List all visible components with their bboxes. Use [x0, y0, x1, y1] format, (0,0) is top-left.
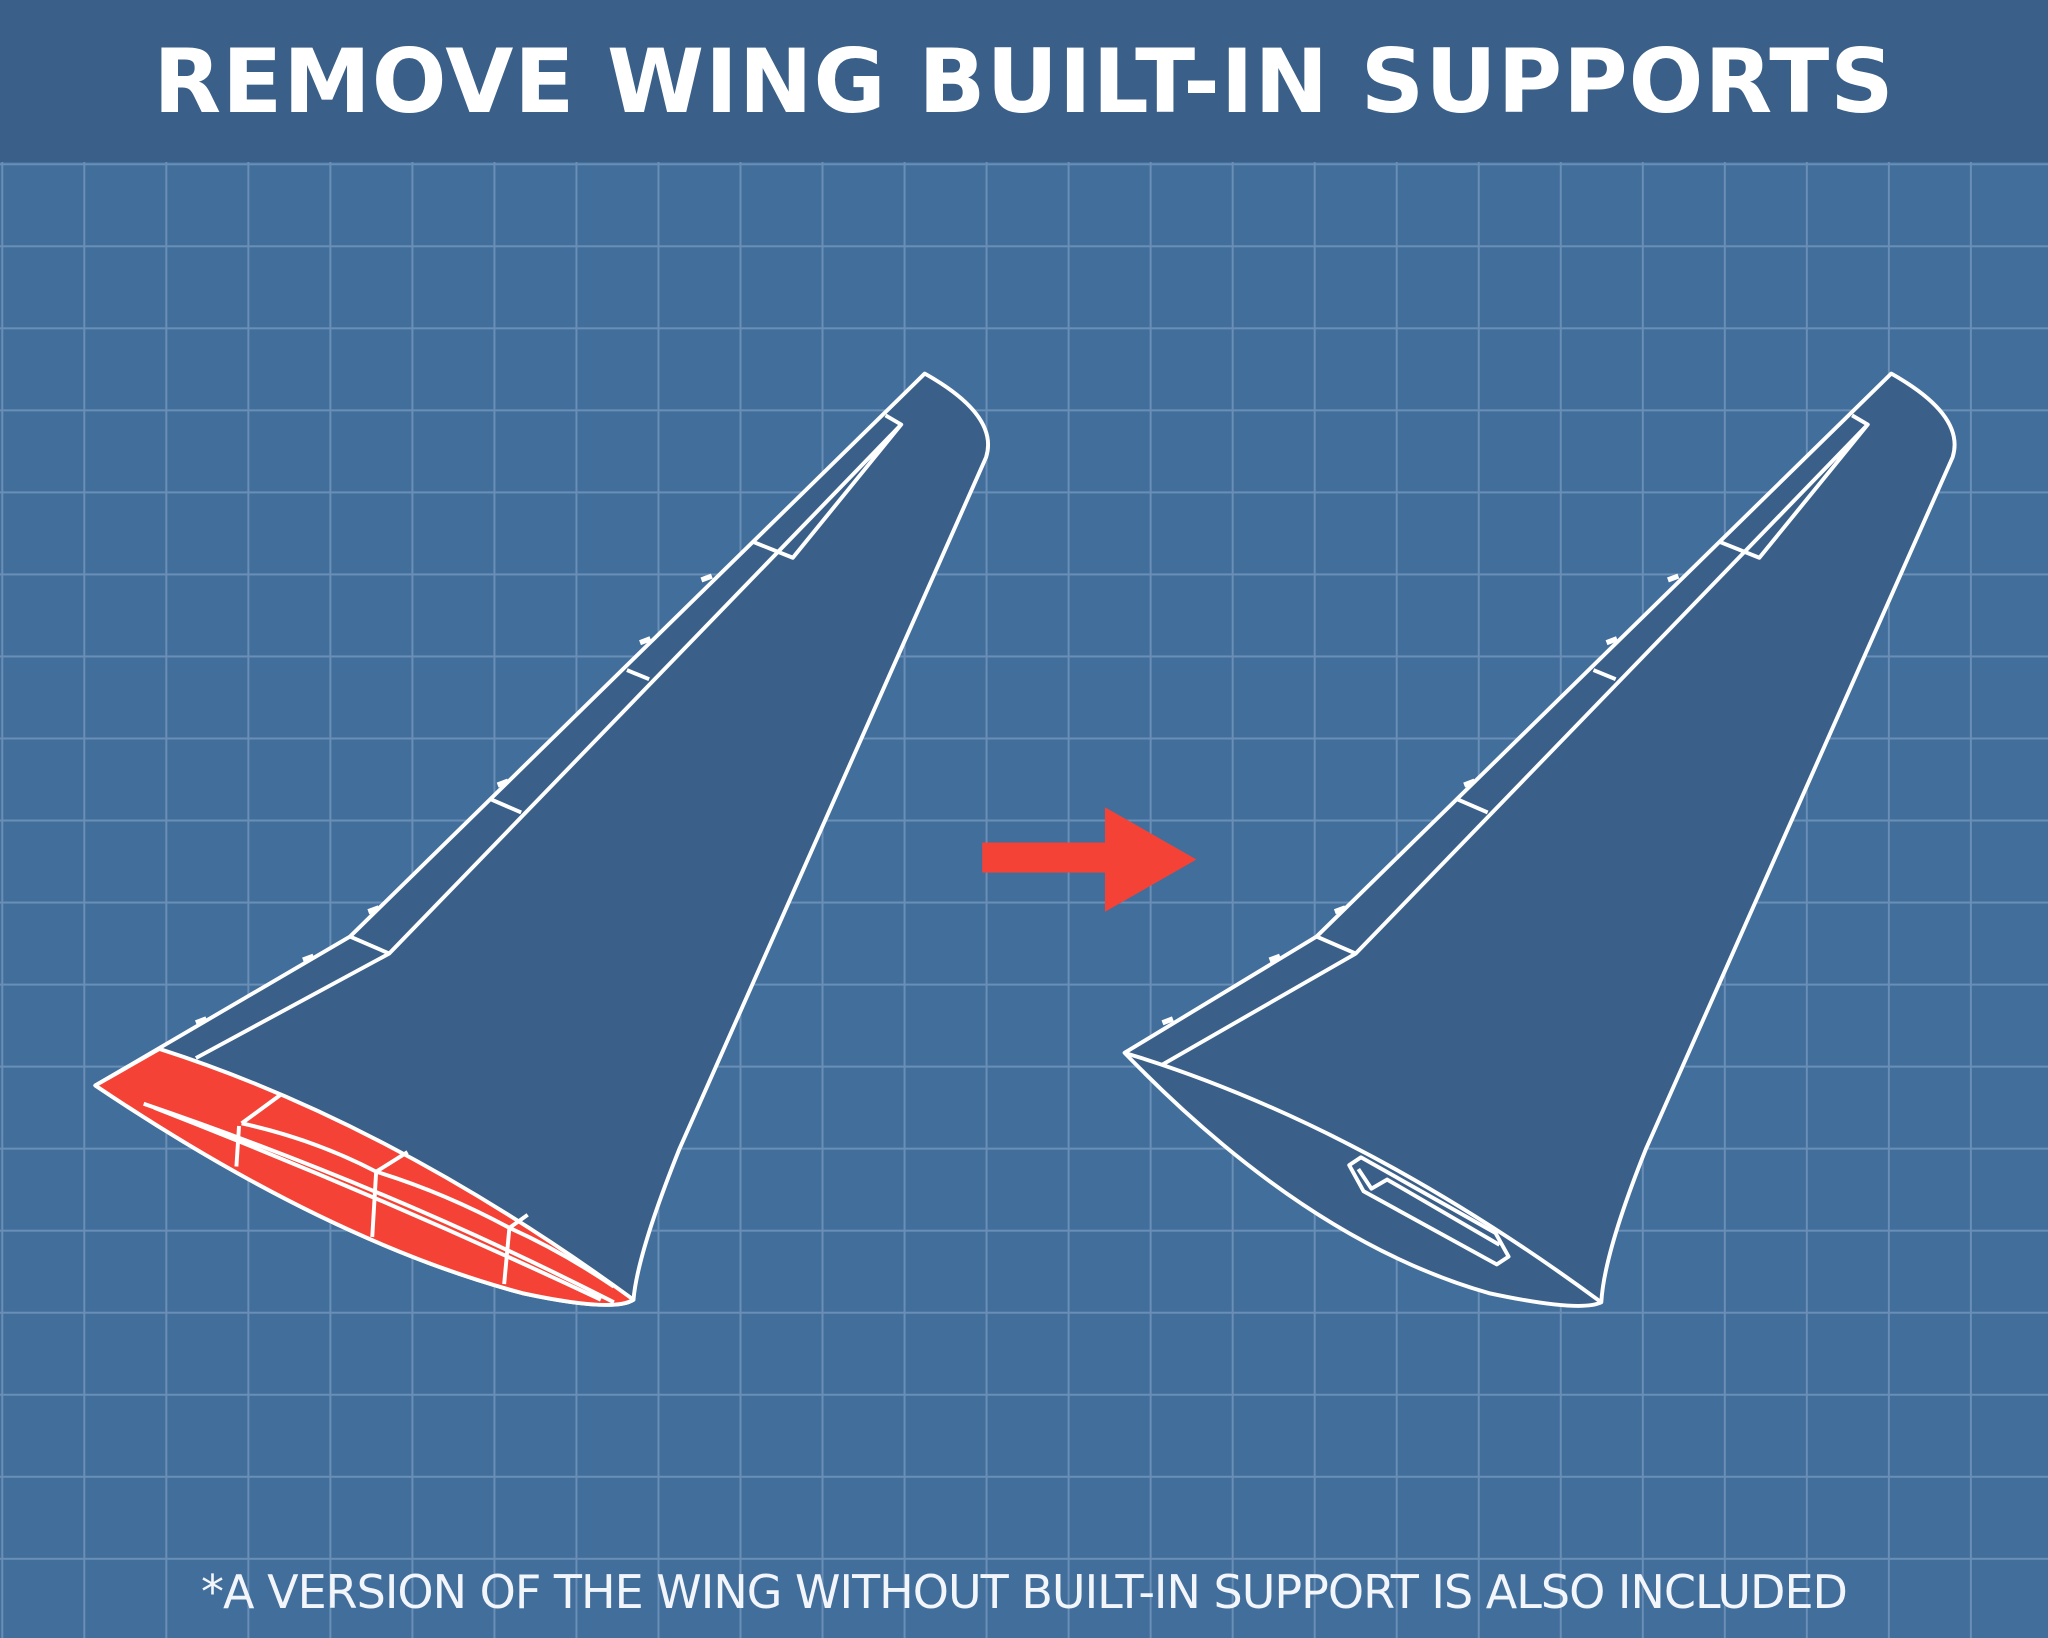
support-region	[93, 1046, 636, 1307]
wing-without-supports-icon	[1122, 371, 1957, 1308]
wing-with-supports-icon	[93, 371, 990, 1307]
arrow-right-icon	[982, 807, 1197, 912]
header-banner: REMOVE WING BUILT-IN SUPPORTS	[0, 0, 2048, 162]
page-title: REMOVE WING BUILT-IN SUPPORTS	[153, 29, 1895, 133]
footnote: *A VERSION OF THE WING WITHOUT BUILT-IN …	[201, 1565, 1848, 1619]
